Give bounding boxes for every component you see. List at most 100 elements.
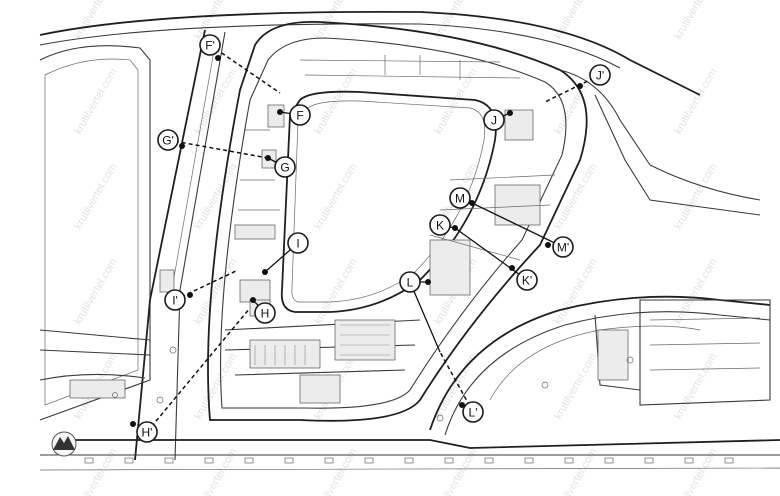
mountain-logo-icon (51, 431, 77, 457)
callout-label-M: M (455, 192, 465, 206)
callout-K-prime: K' (516, 269, 538, 291)
callout-F: F (289, 104, 311, 126)
vehicle-body-outline (39, 10, 780, 471)
callout-label-L-prime: L' (469, 406, 478, 420)
callout-label-F-prime: F' (205, 39, 215, 53)
callout-J-prime: J' (589, 64, 611, 86)
callout-label-layer: F' F G' G I I' H H' J' J M M' K K' L L' (136, 34, 611, 443)
watermark-text-13: krutilvertel.com (672, 66, 719, 136)
callout-I: I (287, 232, 309, 254)
callout-circle-G-prime (157, 129, 179, 151)
watermark-text-41: krutilvertel.com (672, 446, 719, 496)
callout-label-G: G (280, 161, 289, 175)
callout-label-G-prime: G' (162, 134, 174, 148)
callout-I-prime: I' (164, 289, 186, 311)
watermark-text-34: krutilvertel.com (672, 351, 719, 421)
watermark-text-17: krutilvertel.com (312, 161, 359, 231)
watermark-text-30: krutilvertel.com (192, 351, 239, 421)
reference-dot-K-prime-13 (509, 265, 515, 271)
callout-circle-M-prime (552, 236, 574, 258)
callout-circle-H-prime (136, 421, 158, 443)
watermark-text-3: krutilvertel.com (312, 0, 359, 41)
callout-label-H-prime: H' (142, 426, 153, 440)
reference-dot-H-6 (250, 297, 256, 303)
reference-dot-I-4 (262, 269, 268, 275)
reference-dot-G-prime-2 (179, 143, 185, 149)
watermark-text-6: krutilvertel.com (672, 0, 719, 41)
watermark-text-8: krutilvertel.com (72, 66, 119, 136)
callout-G: G (274, 156, 296, 178)
watermark-layer: krutilvertel.com krutilvertel.com krutilve… (72, 0, 719, 496)
watermark-text-1: krutilvertel.com (72, 0, 119, 41)
callout-label-I-prime: I' (172, 294, 178, 308)
watermark-text-36: krutilvertel.com (72, 446, 119, 496)
callout-circle-M (449, 187, 471, 209)
callout-label-H: H (261, 307, 270, 321)
watermark-text-38: krutilvertel.com (312, 446, 359, 496)
leader-line-L-prime-16 (439, 351, 474, 413)
watermark-text-27: krutilvertel.com (672, 256, 719, 326)
leader-line-M-prime-11 (471, 202, 564, 248)
reference-dot-F-1 (277, 109, 283, 115)
callout-H: H (254, 302, 276, 324)
reference-dot-G-3 (265, 155, 271, 161)
callout-circle-F-prime (199, 34, 221, 56)
leader-line-H-prime-7 (146, 307, 251, 433)
reference-dot-J-9 (507, 110, 513, 116)
watermark-text-9: krutilvertel.com (192, 66, 239, 136)
callout-K: K (429, 214, 451, 236)
callout-label-K: K (436, 219, 444, 233)
callout-label-L: L (407, 276, 414, 290)
leader-line-F-prime-0 (209, 44, 281, 94)
callout-label-J-prime: J' (596, 69, 604, 83)
reference-dot-L-14 (425, 279, 431, 285)
watermark-text-20: krutilvertel.com (672, 161, 719, 231)
callout-M: M (449, 187, 471, 209)
callout-label-J: J (491, 114, 497, 128)
callout-label-M-prime: M' (557, 241, 569, 255)
watermark-text-24: krutilvertel.com (312, 256, 359, 326)
callout-circle-L-prime (462, 401, 484, 423)
callout-circle-L (399, 271, 421, 293)
callout-circle-G (274, 156, 296, 178)
watermark-text-40: krutilvertel.com (552, 446, 599, 496)
leader-line-L-15 (409, 281, 441, 353)
watermark-text-33: krutilvertel.com (552, 351, 599, 421)
watermark-text-26: krutilvertel.com (552, 256, 599, 326)
callout-H-prime: H' (136, 421, 158, 443)
leader-line-G-prime-2 (167, 139, 269, 159)
watermark-text-39: krutilvertel.com (432, 446, 479, 496)
callout-circle-F (289, 104, 311, 126)
watermark-text-23: krutilvertel.com (192, 256, 239, 326)
watermark-text-37: krutilvertel.com (192, 446, 239, 496)
leader-line-K-prime-13 (454, 227, 528, 281)
callout-leader-layer (130, 44, 601, 433)
watermark-text-22: krutilvertel.com (72, 256, 119, 326)
callout-L-prime: L' (462, 401, 484, 423)
callout-circle-K (429, 214, 451, 236)
reference-dot-I-prime-5 (187, 292, 193, 298)
leader-line-I-prime-5 (174, 269, 239, 301)
callout-circle-J (483, 109, 505, 131)
reference-dot-H-prime-7 (130, 421, 136, 427)
callout-F-prime: F' (199, 34, 221, 56)
callout-circle-K-prime (516, 269, 538, 291)
watermark-text-19: krutilvertel.com (552, 161, 599, 231)
watermark-text-2: krutilvertel.com (192, 0, 239, 41)
reference-dot-J-prime-8 (577, 83, 583, 89)
callout-M-prime: M' (552, 236, 574, 258)
callout-circle-H (254, 302, 276, 324)
callout-label-K-prime: K' (522, 274, 532, 288)
callout-circle-J-prime (589, 64, 611, 86)
callout-label-F: F (296, 109, 303, 123)
reference-dot-L-prime-16 (459, 402, 465, 408)
reference-dot-F-prime-0 (215, 55, 221, 61)
callout-G-prime: G' (157, 129, 179, 151)
callout-label-I: I (296, 237, 299, 251)
callout-L: L (399, 271, 421, 293)
watermark-text-16: krutilvertel.com (192, 161, 239, 231)
callout-J: J (483, 109, 505, 131)
callout-circle-I (287, 232, 309, 254)
callout-circle-I-prime (164, 289, 186, 311)
